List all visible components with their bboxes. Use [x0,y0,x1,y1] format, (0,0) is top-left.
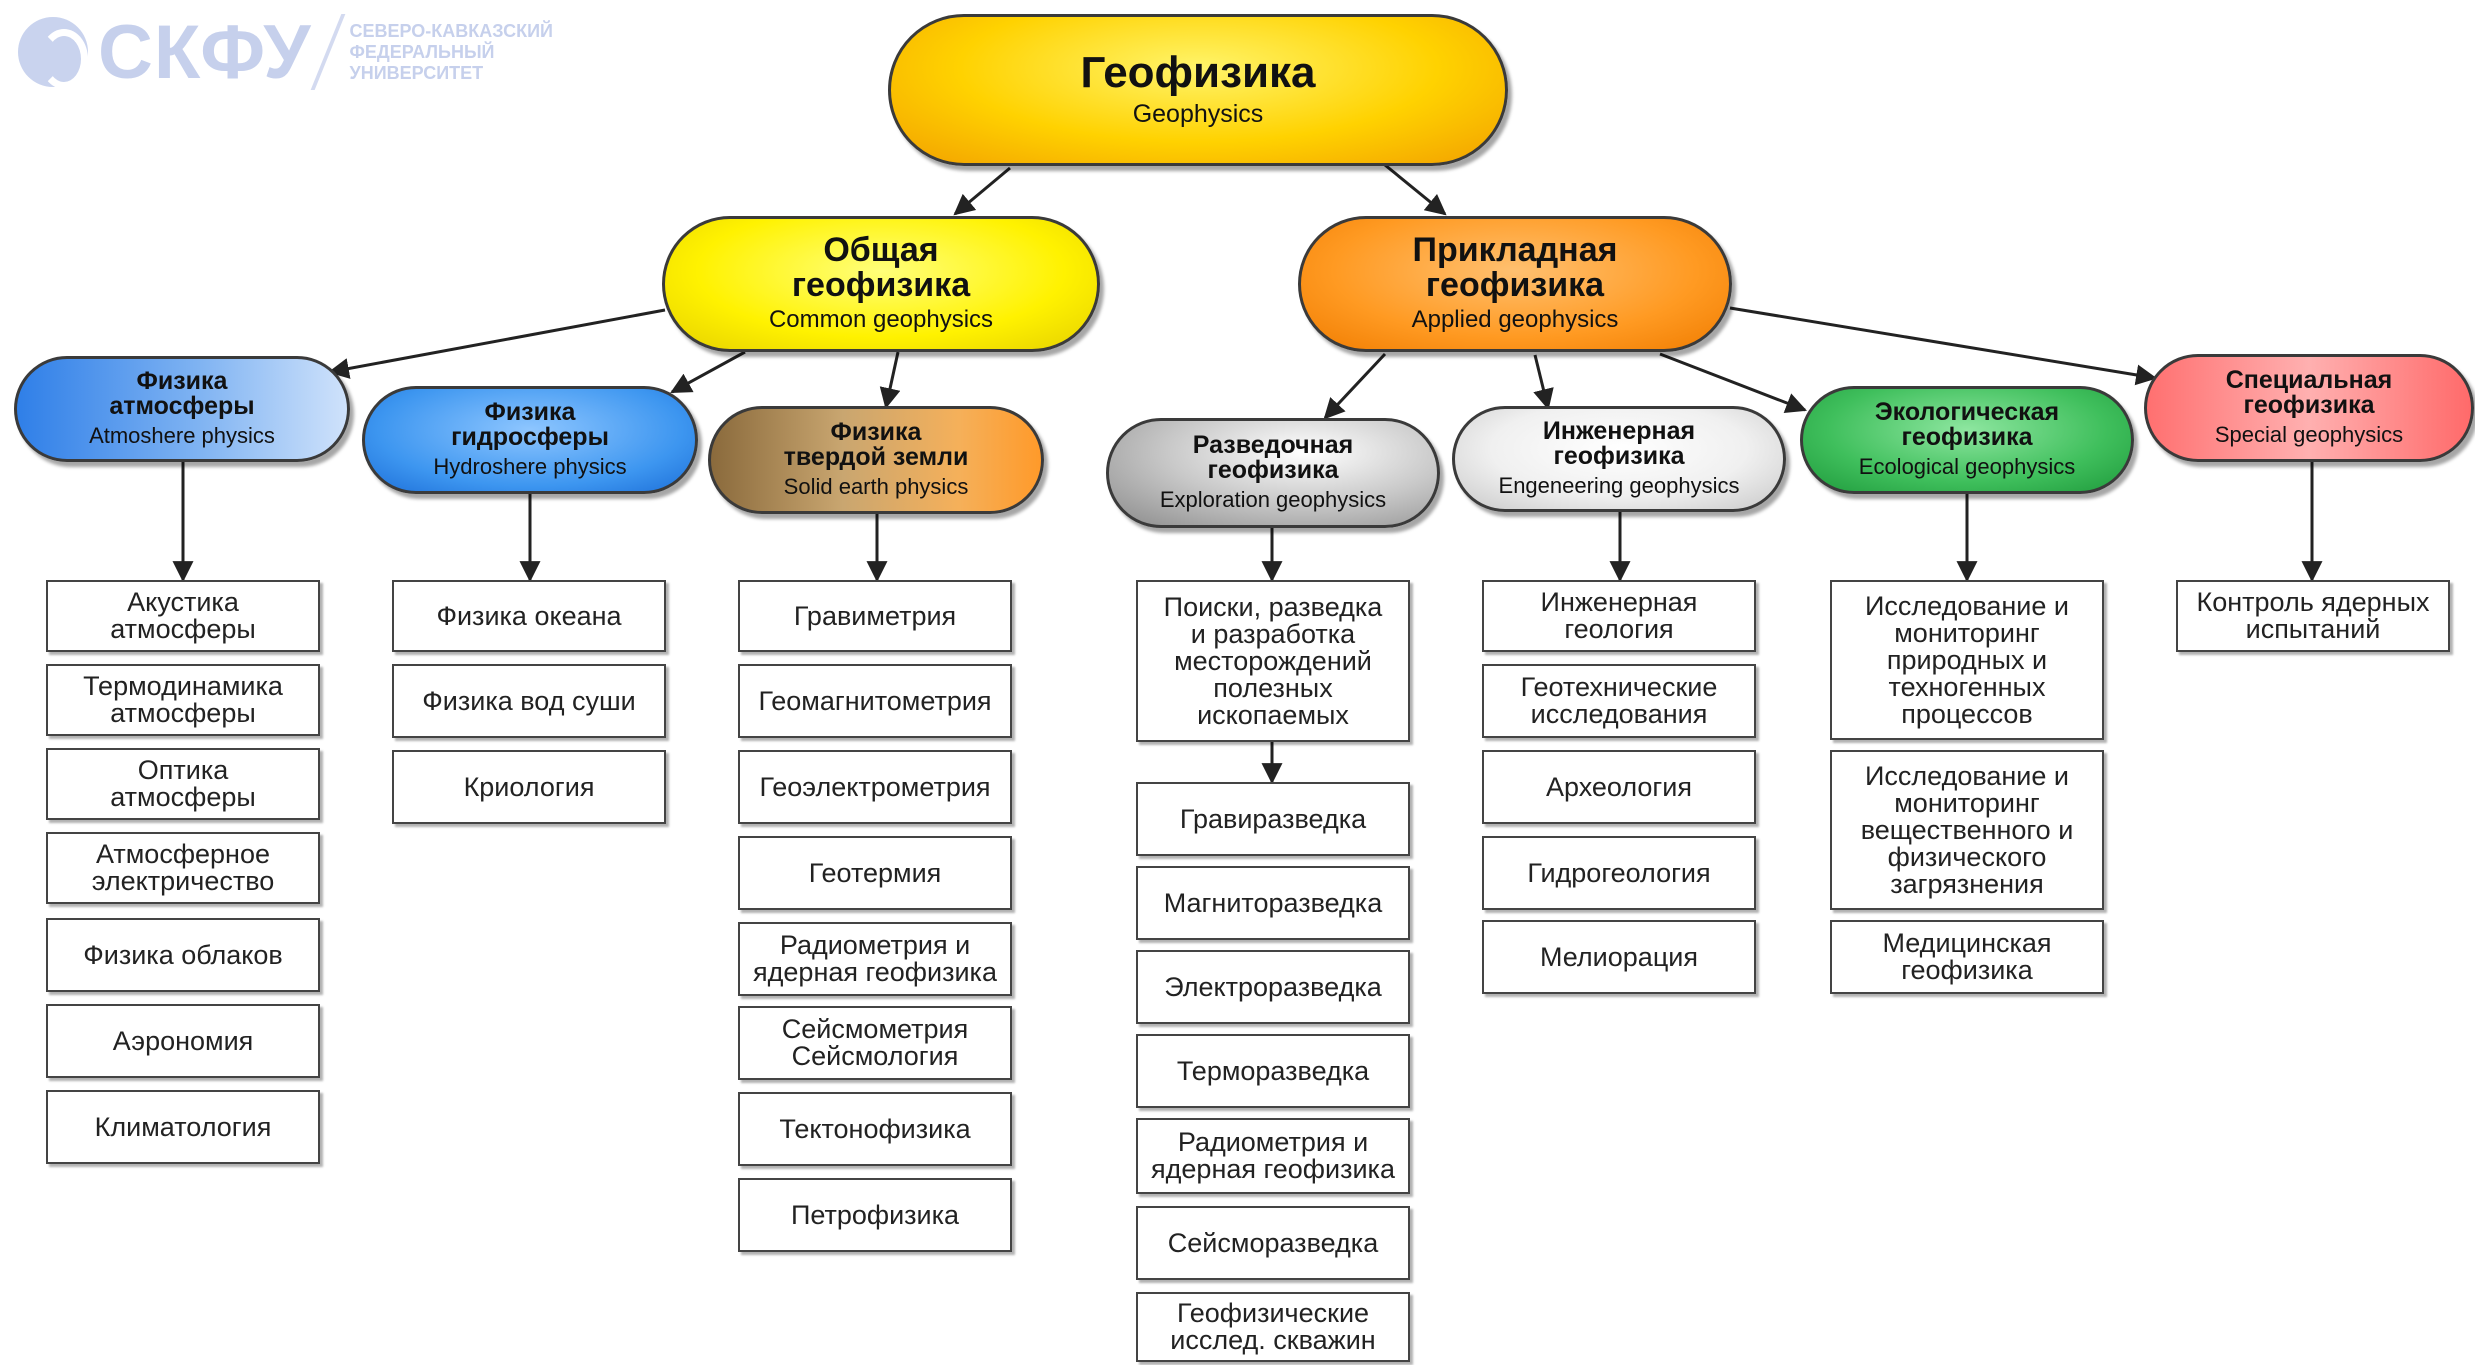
list-item: Физика облаков [46,918,320,992]
node-title: Физика атмосферы [109,366,255,421]
node-special-geophysics: Специальная геофизика Special geophysics [2144,354,2474,462]
list-item: Сейсмометрия Сейсмология [738,1006,1012,1080]
list-item: Радиометрия и ядерная геофизика [738,922,1012,996]
node-title: Разведочная геофизика [1192,430,1354,485]
list-item: Исследование и мониторинг природных и те… [1830,580,2104,740]
node-applied-geophysics: Прикладная геофизика Applied geophysics [1298,216,1732,352]
list-item: Терморазведка [1136,1034,1410,1108]
logo-subtitle: СЕВЕРО-КАВКАЗСКИЙ ФЕДЕРАЛЬНЫЙ УНИВЕРСИТЕ… [350,21,553,84]
node-subtitle: Ecological geophysics [1858,453,2076,479]
list-item: Оптика атмосферы [46,748,320,820]
logo-wordmark: СКФУ [98,9,312,95]
list-item: Тектонофизика [738,1092,1012,1166]
node-atmosphere-physics: Физика атмосферы Atmoshere physics [14,356,350,462]
node-title: Инженерная геофизика [1542,416,1696,471]
list-item: Электроразведка [1136,950,1410,1024]
list-item: Акустика атмосферы [46,580,320,652]
list-item: Гравиметрия [738,580,1012,652]
node-subtitle: Applied geophysics [1411,305,1619,333]
node-hydrosphere-physics: Физика гидросферы Hydroshere physics [362,386,698,494]
list-item: Атмосферное электричество [46,832,320,904]
list-item: Геомагнитометрия [738,664,1012,738]
logo-emblem-icon [18,17,88,89]
list-item: Археология [1482,750,1756,824]
node-subtitle: Atmoshere physics [89,422,275,448]
list-item: Физика океана [392,580,666,652]
node-title: Физика гидросферы [451,397,609,452]
edge-applied-engineering [1533,354,1554,411]
list-item: Физика вод суши [392,664,666,738]
list-item: Поиски, разведка и разработка месторожде… [1136,580,1410,742]
edge-applied-special [1729,306,2158,386]
node-subtitle: Hydroshere physics [433,453,627,479]
edge-root-general [953,166,1011,216]
list-item: Магниторазведка [1136,866,1410,940]
node-title: Физика твердой земли [783,417,969,472]
logo-subtitle-line: ФЕДЕРАЛЬНЫЙ [349,41,495,62]
node-geophysics: Геофизика Geophysics [888,14,1508,166]
node-engineering-geophysics: Инженерная геофизика Engeneering geophys… [1452,406,1786,512]
logo-subtitle-line: СЕВЕРО-КАВКАЗСКИЙ [349,20,553,41]
list-item: Мелиорация [1482,920,1756,994]
edge-applied-ecological [1659,352,1807,413]
node-title: Специальная геофизика [2225,365,2393,420]
node-title: Прикладная геофизика [1412,231,1618,305]
list-item: Геоэлектрометрия [738,750,1012,824]
node-subtitle: Exploration geophysics [1159,486,1387,512]
edge-general-hydrosphere [670,350,746,394]
list-item: Криология [392,750,666,824]
list-item: Геотермия [738,836,1012,910]
edge-applied-exploration [1323,352,1387,420]
list-item: Радиометрия и ядерная геофизика [1136,1118,1410,1194]
node-exploration-geophysics: Разведочная геофизика Exploration geophy… [1106,418,1440,528]
list-item: Гравиразведка [1136,782,1410,856]
list-item: Гидрогеология [1482,836,1756,910]
list-item: Петрофизика [738,1178,1012,1252]
logo-divider [310,14,345,90]
node-title: Геофизика [1080,48,1316,98]
node-subtitle: Solid earth physics [783,473,969,499]
logo-subtitle-line: УНИВЕРСИТЕТ [349,62,484,83]
list-item: Сейсморазведка [1136,1206,1410,1280]
list-item: Медицинская геофизика [1830,920,2104,994]
node-subtitle: Engeneering geophysics [1498,472,1740,498]
list-item: Термодинамика атмосферы [46,664,320,736]
edge-root-applied [1384,163,1447,216]
node-general-geophysics: Общая геофизика Common geophysics [662,216,1100,352]
edge-general-solid [879,351,901,410]
list-item: Геотехнические исследования [1482,664,1756,738]
list-item: Геофизические исслед. скважин [1136,1292,1410,1362]
node-title: Общая геофизика [791,231,971,305]
node-subtitle: Common geophysics [768,305,994,333]
list-item: Аэрономия [46,1004,320,1078]
list-item: Контроль ядерных испытаний [2176,580,2450,652]
list-item: Климатология [46,1090,320,1164]
node-subtitle: Special geophysics [2214,421,2404,447]
edge-general-atmosphere [327,308,666,379]
list-item: Исследование и мониторинг вещественного … [1830,750,2104,910]
node-title: Экологическая геофизика [1874,397,2060,452]
node-ecological-geophysics: Экологическая геофизика Ecological geoph… [1800,386,2134,494]
node-subtitle: Geophysics [1132,99,1264,128]
list-item: Инженерная геология [1482,580,1756,652]
node-solid-earth-physics: Физика твердой земли Solid earth physics [708,406,1044,514]
university-logo: СКФУ СЕВЕРО-КАВКАЗСКИЙ ФЕДЕРАЛЬНЫЙ УНИВЕ… [18,10,553,95]
